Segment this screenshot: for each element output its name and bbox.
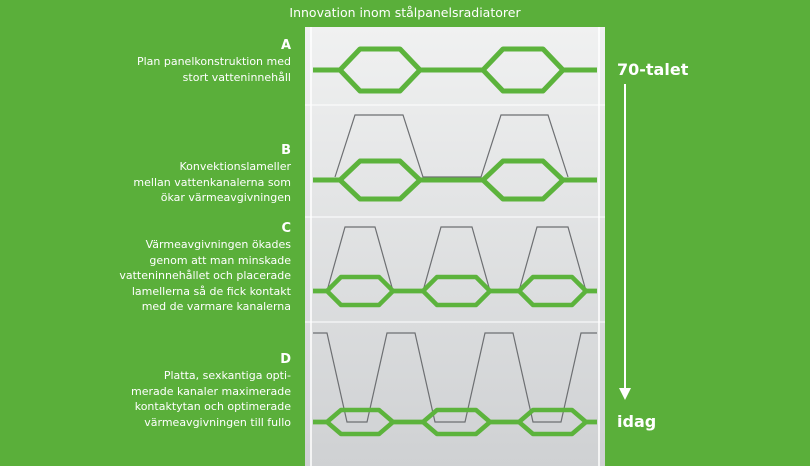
section-a: A Plan panelkonstruktion med stort vatte… — [137, 38, 291, 85]
section-a-line-2: stort vatteninnehåll — [182, 70, 291, 84]
section-d-line-3: kontaktytan och optimerade — [134, 400, 291, 413]
section-c-line-5: med de varmare kanalerna — [141, 300, 291, 313]
section-b-letter: B — [281, 143, 291, 158]
section-c-line-4: lamellerna så de fick kontakt — [131, 284, 291, 298]
section-b-line-1: Konvektionslameller — [179, 160, 292, 173]
section-c-line-3: vatteninnehållet och placerade — [119, 269, 291, 282]
section-c-line-1: Värmeavgivningen ökades — [145, 238, 291, 251]
section-d-line-2: merade kanaler maximerade — [131, 384, 291, 398]
section-d: D Platta, sexkantiga opti- merade kanale… — [131, 352, 291, 430]
diagram-title: Innovation inom stålpanelsradiatorer — [289, 5, 521, 20]
fins-c — [326, 226, 587, 292]
section-a-letter: A — [280, 38, 291, 53]
section-d-line-4: värmeavgivningen till fullo — [144, 415, 291, 429]
section-b-line-3: ökar värmeavgivningen — [160, 191, 291, 204]
fins-b — [334, 114, 569, 178]
fins-d — [313, 332, 597, 423]
channels-d — [313, 407, 597, 437]
timeline-end-label: idag — [617, 412, 657, 431]
section-d-line-1: Platta, sexkantiga opti- — [163, 369, 291, 382]
section-d-letter: D — [280, 352, 291, 367]
section-c: C Värmeavgivningen ökades genom att man … — [119, 221, 291, 315]
radiator-cross-section-panel — [305, 27, 605, 466]
timeline-start-label: 70-talet — [617, 60, 689, 79]
channels-c — [313, 274, 597, 308]
radiator-diagram — [305, 27, 605, 466]
section-b: B Konvektionslameller mellan vattenkanal… — [133, 143, 291, 206]
section-c-line-2: genom att man minskade — [149, 253, 291, 267]
section-c-letter: C — [281, 221, 291, 236]
section-a-line-1: Plan panelkonstruktion med — [136, 55, 291, 68]
timeline-arrow-icon — [619, 84, 631, 400]
channels-b — [313, 158, 597, 202]
section-b-line-2: mellan vattenkanalerna som — [133, 175, 291, 189]
channels-a — [313, 46, 597, 94]
